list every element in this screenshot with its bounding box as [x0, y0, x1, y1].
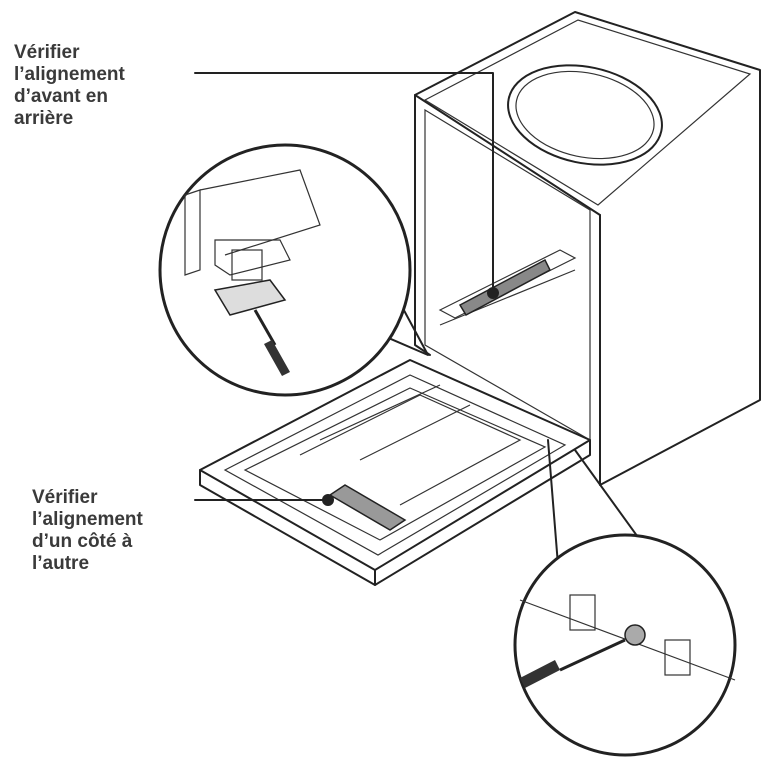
- leader-dot: [487, 287, 499, 299]
- adjustable-foot: [213, 279, 287, 316]
- label-front-to-back-alignment: Vérifier l’alignement d’avant en arrière: [14, 42, 125, 129]
- rear-screw-detail: [513, 439, 737, 757]
- dishwasher-door: [199, 359, 591, 586]
- spirit-level-rear: [458, 258, 551, 316]
- leader-dot: [322, 494, 334, 506]
- dishwasher-cabinet: [414, 11, 761, 486]
- label-side-to-side-alignment: Vérifier l’alignement d’un côté à l’autr…: [32, 487, 143, 574]
- leader-line-front-to-back: [194, 72, 494, 294]
- front-foot-detail: [158, 143, 429, 397]
- rear-leveling-screw: [624, 624, 646, 646]
- spirit-level-door: [328, 484, 407, 531]
- screwdriver: [253, 309, 277, 346]
